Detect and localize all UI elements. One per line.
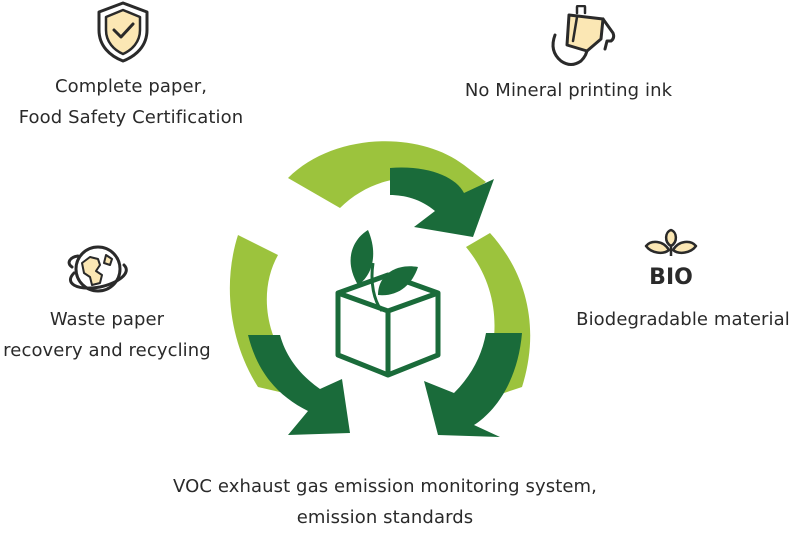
feature-voc-emission: VOC exhaust gas emission monitoring syst… [150, 471, 620, 533]
feature-biodegradable: Biodegradable material [568, 304, 792, 335]
feature-biodegradable-label: Biodegradable material [576, 309, 790, 330]
feature-food-safety: Complete paper, Food Safety Certificatio… [0, 71, 262, 133]
feature-waste-recycling: Waste paper recovery and recycling [0, 304, 214, 366]
feature-food-safety-line-2: Food Safety Certification [18, 107, 244, 128]
bio-badge-label: BIO [649, 265, 693, 288]
feature-mineral-ink-label: No Mineral printing ink [464, 80, 673, 101]
feature-waste-recycling-line-2: recovery and recycling [3, 340, 211, 361]
sprout-icon: BIO [644, 228, 698, 288]
recycle-arrow-right [424, 233, 531, 437]
recycle-arrow-top [288, 141, 494, 237]
feature-voc-emission-line-2: emission standards [296, 507, 474, 528]
feature-food-safety-line-1: Complete paper, [54, 76, 208, 97]
feature-voc-emission-line-1: VOC exhaust gas emission monitoring syst… [172, 476, 597, 497]
feature-waste-recycling-line-1: Waste paper [49, 309, 165, 330]
recycle-graphic [229, 141, 531, 437]
globe-icon [67, 245, 128, 293]
recycle-arrow-left [229, 235, 350, 435]
paint-bucket-icon [551, 5, 616, 66]
feature-mineral-ink: No Mineral printing ink [448, 75, 689, 106]
shield-check-icon [97, 1, 149, 63]
recycle-box-leaf-icon [335, 230, 441, 378]
